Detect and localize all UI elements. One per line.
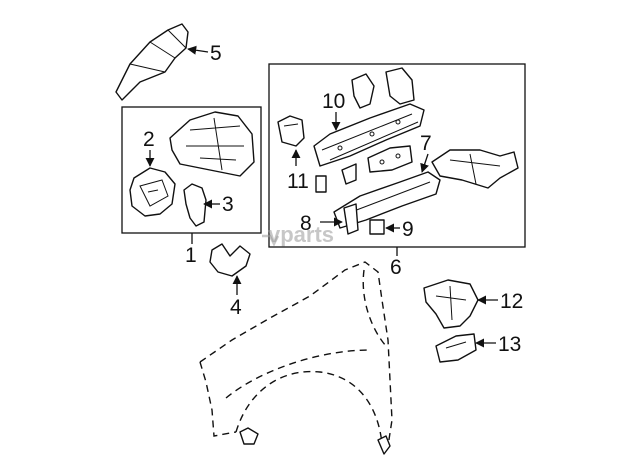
callout-1[interactable]: 1	[185, 244, 197, 267]
callout-5[interactable]: 5	[210, 42, 222, 65]
part-upper-rail-brackets[interactable]	[351, 67, 415, 109]
part-rail-extension[interactable]	[431, 149, 519, 189]
callout-8[interactable]: 8	[300, 212, 312, 235]
callout-3[interactable]: 3	[222, 193, 234, 216]
fender-outline	[199, 261, 393, 455]
part-12-bracket[interactable]	[423, 279, 479, 329]
part-apron-upper[interactable]	[169, 111, 255, 177]
part-3-bracket[interactable]	[183, 183, 207, 227]
leader-7	[420, 153, 429, 173]
callout-10[interactable]: 10	[322, 90, 345, 113]
callout-12[interactable]: 12	[500, 290, 523, 313]
callout-11[interactable]: 11	[287, 170, 309, 193]
part-reinforcement[interactable]	[367, 145, 413, 173]
part-4-bracket[interactable]	[209, 243, 251, 277]
watermark-logo: vparts	[262, 222, 334, 247]
callout-2[interactable]: 2	[143, 128, 155, 151]
part-clips[interactable]	[315, 163, 357, 193]
part-13-bracket[interactable]	[435, 333, 477, 363]
part-5-wheelhouse-panel[interactable]	[115, 23, 189, 101]
callout-7[interactable]: 7	[420, 132, 432, 155]
part-9-clip[interactable]	[369, 219, 385, 235]
svg-text:vparts: vparts	[268, 222, 334, 247]
leader-5	[187, 45, 209, 55]
part-10-upper-rail[interactable]	[313, 103, 425, 167]
callout-6[interactable]: 6	[390, 256, 402, 279]
part-8-bracket[interactable]	[343, 203, 359, 235]
callout-9[interactable]: 9	[402, 218, 414, 241]
callout-13[interactable]: 13	[498, 333, 521, 356]
part-2-bracket[interactable]	[129, 167, 176, 217]
callout-4[interactable]: 4	[230, 296, 242, 319]
part-11-bracket[interactable]	[277, 115, 305, 147]
